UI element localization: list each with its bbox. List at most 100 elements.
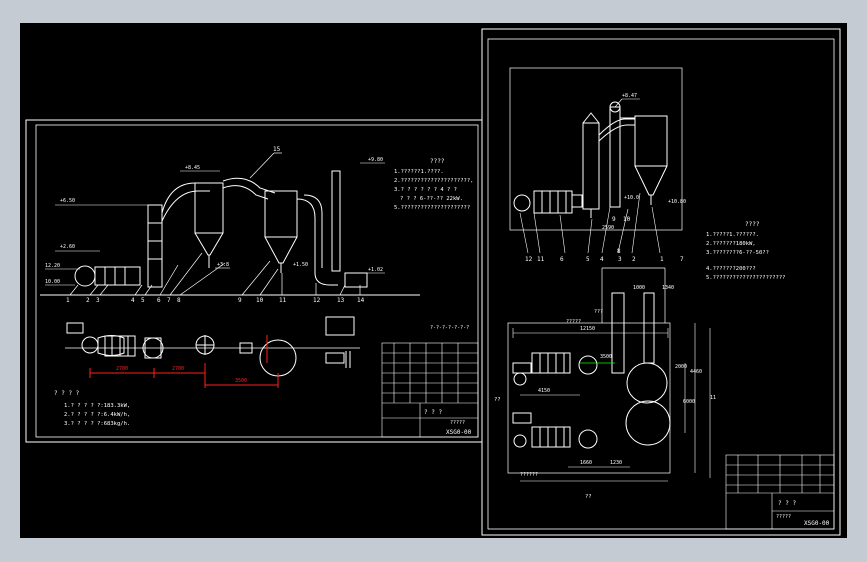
dimension-value: 2700 [116, 366, 128, 372]
right-sheet-border [481, 28, 841, 536]
right-sheet-inner-border [487, 38, 835, 530]
right-title-drawing-no: XSG0-00 [804, 520, 830, 527]
plan-fan [81, 336, 99, 354]
elevation-label: +9.80 [368, 157, 383, 163]
right-title-block: ? ? ? ????? XSG0-00 [725, 454, 835, 530]
right-process-elevation [513, 98, 668, 254]
elevation-label: 12.20 [45, 263, 60, 269]
part-number: 4 [600, 256, 604, 263]
plan-cyclone-2 [259, 339, 297, 377]
right-column [582, 122, 600, 210]
part-number: 14 [357, 297, 365, 304]
left-notes-header: ? ? ? ? [54, 390, 80, 397]
left-note-line: 1.? ? ? ? ?:183.3kW, [64, 403, 130, 409]
feed-column [147, 204, 163, 288]
left-plan-view [65, 316, 360, 388]
part-number: 7 [680, 256, 684, 263]
dimension-value: 1000 [633, 285, 645, 291]
left-legend-line: ? ? ? 6-??-?? 22kW. [400, 196, 463, 202]
right-sheet: ???? 1.?????1.??????. 2.???????180kW, 3.… [481, 28, 841, 536]
elevation-label: +8.45 [185, 165, 200, 171]
dimension-value: 3500 [600, 354, 612, 360]
part-number: 12 [313, 297, 321, 304]
elevation-label: +1.50 [293, 262, 308, 268]
left-legend-line: 2.?????????????????????, [394, 178, 473, 184]
plan-cyclone-lower [625, 400, 671, 446]
part-number: 1 [66, 297, 70, 304]
left-legend-line: 3.? ? ? ? ? ? 4 ? ? [394, 187, 457, 193]
part-number: 3 [618, 256, 622, 263]
part-number: 11 [279, 297, 287, 304]
part-number: 2 [632, 256, 636, 263]
part-number: 8 [617, 248, 621, 255]
part-number: 13 [337, 297, 345, 304]
plan-label: ??? [594, 309, 603, 315]
part-number: 2 [86, 297, 90, 304]
right-elevation-frame [509, 67, 683, 231]
elevation-label: +2.60 [60, 244, 75, 250]
part-number: 10 [623, 216, 631, 223]
left-legend-line: 1.??????1.????. [394, 169, 444, 175]
cyclone-2-body [264, 190, 298, 238]
right-legend-line: 1.?????1.??????. [706, 232, 759, 238]
dimension-value: 2590 [602, 225, 614, 231]
dimension-value: 1660 [580, 460, 592, 466]
dimension-value: 2000 [675, 364, 687, 370]
right-cyclone-body [634, 115, 668, 167]
cyclone-1-body [194, 182, 224, 234]
left-note-line: 3.? ? ? ? ?:683kg/h. [64, 421, 130, 427]
right-title-sub: ????? [776, 514, 791, 520]
elevation-label: +3.8 [217, 262, 229, 268]
right-plan-view [507, 267, 711, 482]
part-number: 6 [560, 256, 564, 263]
plan-label: ?? [494, 397, 501, 403]
plan-label: ?????? [520, 472, 538, 478]
right-legend-line: 4.???????200??? [706, 266, 756, 272]
plan-building-outline [507, 322, 671, 474]
elevation-label: +8.47 [622, 93, 637, 99]
cad-viewport[interactable]: ???? 1.??????1.????. 2.?????????????????… [20, 23, 847, 538]
elevation-label: +10.0 [624, 195, 639, 201]
right-legend-line: 2.???????180kW, [706, 241, 756, 247]
elevation-label: +10.80 [668, 199, 686, 205]
part-number: 6 [157, 297, 161, 304]
left-title-sub: ????? [450, 420, 465, 426]
right-legend-header: ???? [745, 221, 760, 228]
exhaust-stack [331, 170, 341, 272]
left-legend-header: ???? [430, 158, 445, 165]
exhaust-fan [344, 272, 368, 288]
part-number: 9 [238, 297, 242, 304]
left-sheet: ???? 1.??????1.????. 2.?????????????????… [25, 119, 483, 443]
part-number: 12 [525, 256, 533, 263]
part-number: 8 [177, 297, 181, 304]
part-number: 9 [612, 216, 616, 223]
part-number: 3 [96, 297, 100, 304]
dimension-value: 1340 [662, 285, 674, 291]
left-note-line: 2.? ? ? ? ?:6.4kW/h, [64, 412, 130, 418]
right-legend-line: 5.?????????????????????? [706, 275, 785, 281]
dimension-value: 3500 [235, 378, 247, 384]
left-sheet-inner-border [35, 124, 479, 438]
dimension-value: 6000 [683, 399, 695, 405]
plan-label: ????? [566, 319, 581, 325]
part-number: 11 [537, 256, 545, 263]
plan-label: 11 [710, 395, 716, 401]
dimension-value: 1230 [610, 460, 622, 466]
dimension-value: 12150 [580, 326, 595, 332]
building-outline [325, 316, 355, 336]
elevation-label: +6.50 [60, 198, 75, 204]
left-title-drawing-no: XSG0-00 [446, 429, 472, 436]
elevation-label: +1.02 [368, 267, 383, 273]
part-number: 10 [256, 297, 264, 304]
cad-drawing: ???? 1.??????1.????. 2.?????????????????… [25, 28, 841, 536]
plan-label: ?? [585, 494, 592, 500]
dimension-value: 4460 [690, 369, 702, 375]
right-title-name: ? ? ? [778, 500, 796, 507]
elevation-label: 10.00 [45, 279, 60, 285]
right-legend: ???? 1.?????1.??????. 2.???????180kW, 3.… [706, 221, 785, 281]
part-number: 4 [131, 297, 135, 304]
left-caption: ?-?-?-?-?-?-? [430, 325, 469, 331]
dimension-value: 2700 [172, 366, 184, 372]
heater-body [94, 266, 141, 286]
part-number: 15 [273, 146, 281, 153]
